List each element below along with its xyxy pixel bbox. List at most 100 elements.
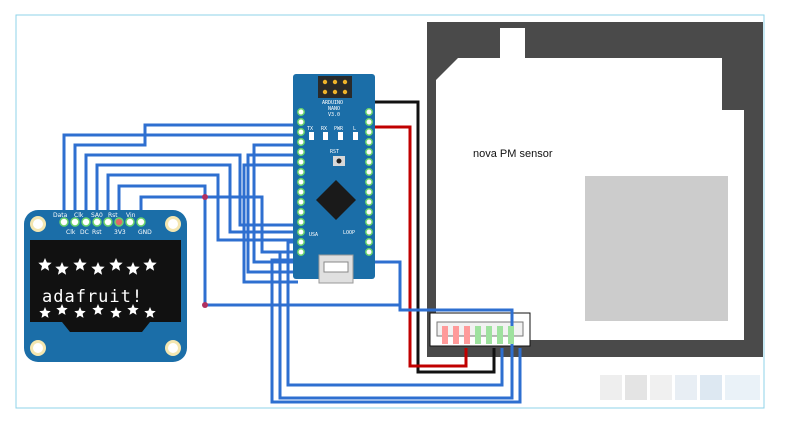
star-icon [127, 304, 139, 315]
wire-gnd [372, 100, 496, 374]
oled-pin [81, 217, 91, 227]
label-tx: TX [307, 126, 313, 132]
oled-pin [59, 217, 69, 227]
nano-name-2: NANO [328, 106, 340, 112]
wires [62, 100, 522, 404]
nano-pin [365, 198, 373, 206]
nano-pin [297, 208, 305, 216]
arduino-nano: ARDUINO NANO V3.0 TX RX PWR L RST USA LO… [293, 74, 375, 284]
oled-pins [59, 217, 146, 227]
oled-pin [70, 217, 80, 227]
oled-pin [136, 217, 146, 227]
label-pwr: PWR [334, 126, 344, 132]
connector-pin [442, 326, 448, 344]
blur-block [700, 375, 722, 400]
connector-pin [453, 326, 459, 344]
oled-pin [125, 217, 135, 227]
oled-pin-label: 3V3 [114, 229, 126, 236]
label-rx: RX [321, 126, 327, 132]
loop-label: LOOP [343, 230, 355, 236]
blur-block [625, 375, 647, 400]
nano-pins-left [297, 108, 305, 256]
nano-pin [365, 218, 373, 226]
nano-pin [297, 198, 305, 206]
nano-pin [297, 138, 305, 146]
star-icon [144, 307, 156, 318]
star-icon [38, 258, 52, 271]
star-icon [143, 258, 157, 271]
oled-display-text: adafruit! [42, 287, 143, 307]
nano-pin [297, 108, 305, 116]
usb-port [323, 261, 349, 273]
icsp-pin [342, 79, 348, 85]
mount-hole-inner [33, 219, 43, 229]
connector-pin [497, 326, 503, 344]
nano-pin [365, 108, 373, 116]
oled-pin-label: Clk [66, 229, 76, 236]
oled-display [30, 240, 181, 332]
icsp-pin [322, 89, 328, 95]
reset-button-cap [336, 158, 342, 164]
wire-oled-clk [73, 123, 298, 216]
nano-pin [297, 218, 305, 226]
connector-pin [475, 326, 481, 344]
nano-pin [365, 248, 373, 256]
nano-pin [365, 138, 373, 146]
led-rx [323, 132, 328, 140]
sensor-label: nova PM sensor [473, 148, 553, 160]
connector-pin [508, 326, 514, 344]
mount-hole-inner [33, 343, 43, 353]
star-icon [91, 262, 105, 275]
star-icon [109, 258, 123, 271]
nano-pin [365, 178, 373, 186]
mount-hole-inner [168, 343, 178, 353]
diagram-frame [15, 14, 765, 409]
oled-pin-label: Rst [92, 229, 102, 236]
oled-pin [114, 217, 124, 227]
blurred-watermark [600, 375, 760, 400]
wire-oled-9 [246, 153, 298, 274]
icsp-pin [322, 79, 328, 85]
nano-pin [297, 128, 305, 136]
star-icon [55, 262, 69, 275]
nano-name-3: V3.0 [328, 112, 340, 118]
oled-module: adafruit! Data Clk SA0 Rst Vin Clk DC Rs… [24, 210, 187, 362]
usb-label: USA [309, 232, 318, 238]
nano-pin [297, 248, 305, 256]
nano-pin [297, 118, 305, 126]
oled-pin-label: GND [138, 229, 152, 236]
wire-oled-10 [242, 163, 298, 284]
connector-pin [486, 326, 492, 344]
blur-block [600, 375, 622, 400]
nano-pin [297, 158, 305, 166]
star-icon [73, 258, 87, 271]
label-l: L [353, 126, 356, 132]
nano-pin [297, 168, 305, 176]
icsp-header [318, 76, 352, 98]
nano-board [293, 74, 375, 279]
nano-pins-right [365, 108, 373, 256]
wire-oled-3 [84, 153, 298, 227]
oled-pin [92, 217, 102, 227]
blur-block [650, 375, 672, 400]
led-tx [309, 132, 314, 140]
nano-pin [365, 128, 373, 136]
wire-5v [372, 125, 468, 368]
led-l [353, 132, 358, 140]
icsp-pin [342, 89, 348, 95]
star-icon [39, 307, 51, 318]
oled-pin-label: Vin [126, 212, 136, 219]
wire-oled-vin [117, 184, 400, 307]
icsp-pin [332, 79, 338, 85]
nano-pin [365, 148, 373, 156]
nano-pin [365, 118, 373, 126]
nano-pin [365, 168, 373, 176]
oled-stars [38, 258, 157, 318]
pm-sensor: nova PM sensor [427, 22, 763, 357]
oled-pin-label: DC [80, 229, 89, 236]
wire-sensor-3 [270, 258, 522, 404]
sensor-window [585, 176, 728, 321]
nano-pin [297, 188, 305, 196]
